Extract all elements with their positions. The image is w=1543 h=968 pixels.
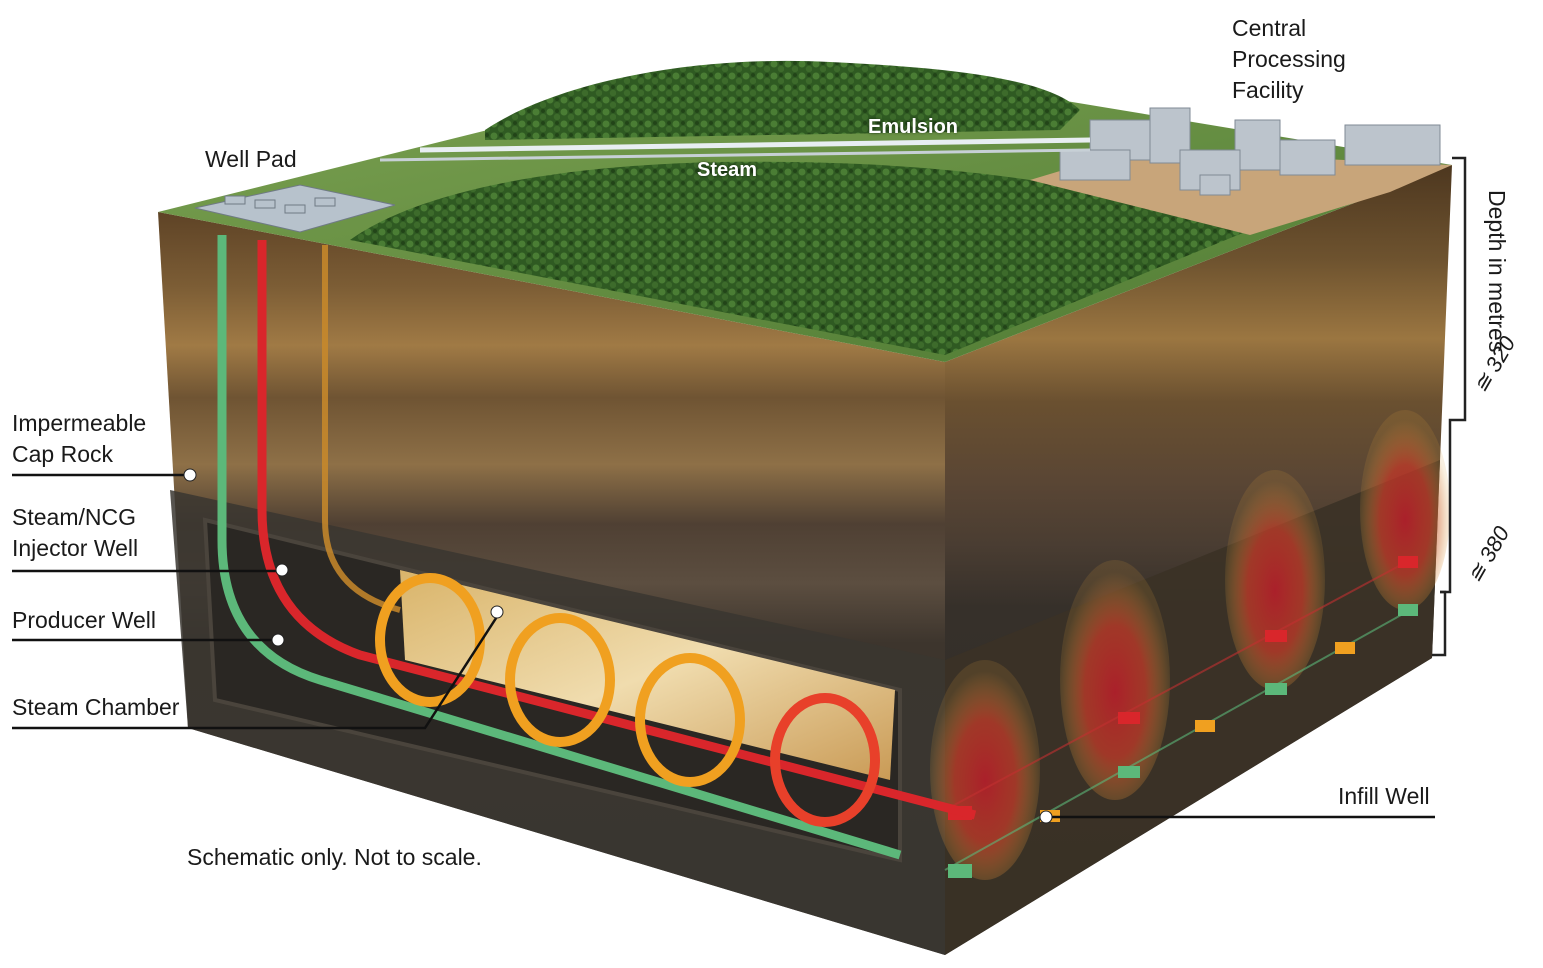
producer-well (217, 235, 902, 860)
infill-well-vertical (322, 245, 401, 613)
label-producer-well: Producer Well (12, 607, 157, 633)
label-impermeable-cap-rock: Impermeable Cap Rock (12, 408, 146, 470)
label-injector-well: Steam/NCG Injector Well (12, 502, 138, 564)
label-steam-chamber: Steam Chamber (12, 694, 180, 720)
leader-dots (183, 468, 1053, 824)
facility-pad (1030, 150, 1452, 235)
side-well-ends (944, 556, 1418, 878)
emulsion-pipeline (419, 137, 1091, 153)
label-steam: Steam (697, 159, 758, 181)
schematic-note: Schematic only. Not to scale. (187, 844, 482, 870)
forest-front (350, 161, 1250, 355)
label-emulsion: Emulsion (868, 116, 959, 138)
side-steam-chambers (930, 410, 1450, 880)
well-pad-structure (194, 184, 396, 233)
steam-pipeline (379, 148, 1091, 162)
depth-scale-title: Depth in metres (1484, 190, 1510, 353)
label-cap-rock-line2: Cap Rock (12, 441, 113, 467)
injector-well (257, 240, 977, 820)
depth-scale (1432, 156, 1467, 657)
central-processing-facility-buildings (1059, 107, 1441, 196)
steam-loops (375, 573, 880, 827)
label-cap-rock-line1: Impermeable (12, 410, 147, 436)
label-central-processing-facility: Central Processing Facility (1232, 13, 1346, 106)
label-cpf-line2: Processing (1232, 46, 1346, 72)
leader-lines (12, 473, 1435, 819)
forest-back (485, 60, 1080, 140)
label-well-pad: Well Pad (205, 146, 297, 172)
steam-chamber (400, 570, 895, 780)
label-injector-line2: Injector Well (12, 535, 139, 561)
label-injector-line1: Steam/NCG (12, 504, 136, 530)
label-cpf-line3: Facility (1232, 77, 1304, 103)
label-cpf-line1: Central (1232, 15, 1307, 41)
label-infill-well: Infill Well (1338, 783, 1430, 809)
